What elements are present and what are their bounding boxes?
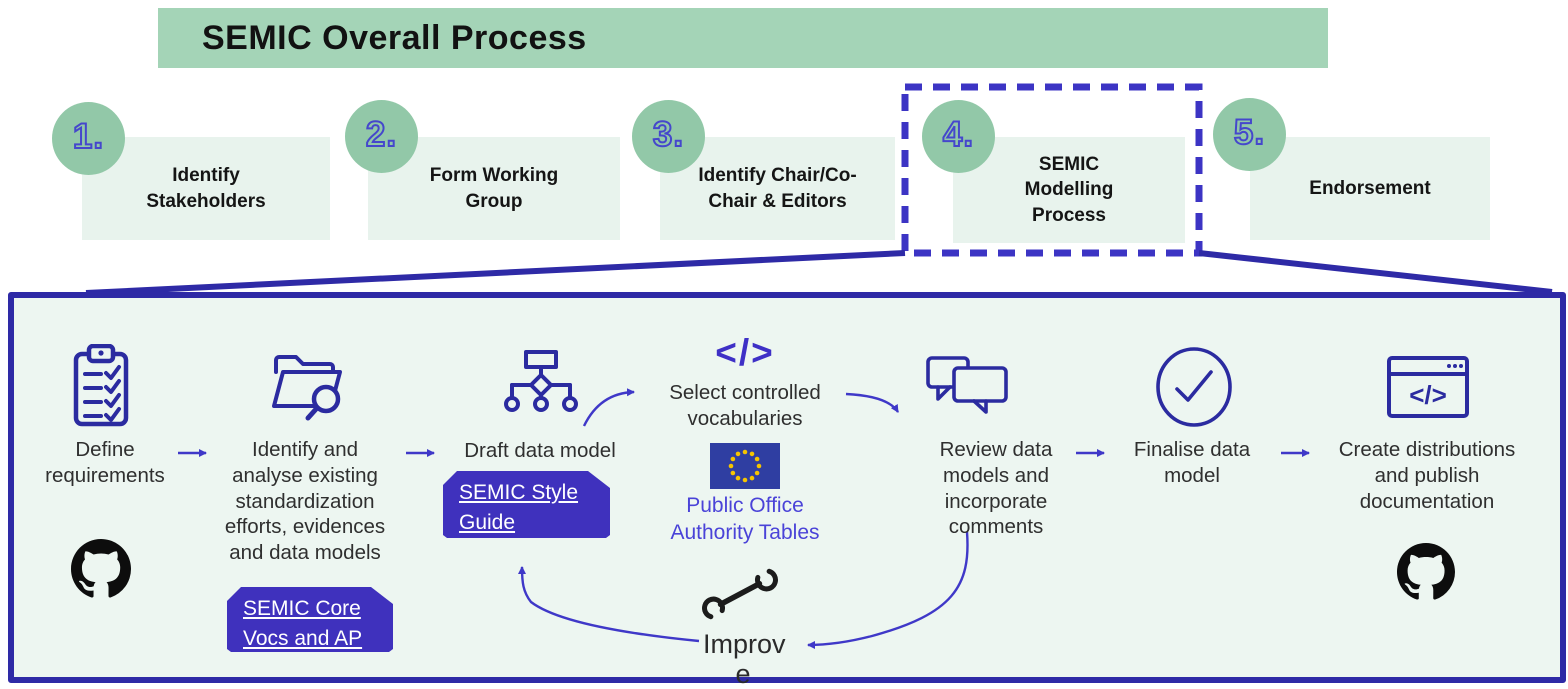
- step-1-number: 1.: [72, 116, 105, 157]
- data-model-tree-icon: [504, 350, 578, 412]
- funnel-line-left: [85, 250, 906, 296]
- improve-line1: Improv: [703, 629, 786, 659]
- detail-step-identify-analyse: Identify and analyse existing standardiz…: [224, 438, 386, 565]
- step-5-box: Endorsement: [1250, 137, 1490, 240]
- detail-step-review-models: Review data models and incorporate comme…: [939, 438, 1053, 539]
- step-5-number-badge: 5.: [1213, 98, 1286, 171]
- step-1-box: Identify Stakeholders: [82, 137, 330, 240]
- public-office-authority-tables-link[interactable]: Public Office Authority Tables: [670, 494, 820, 545]
- step-4-number: 4.: [942, 114, 975, 155]
- check-circle-icon: [1156, 347, 1232, 427]
- step-3-number: 3.: [652, 114, 685, 155]
- code-icon: </>: [715, 332, 775, 373]
- github-icon[interactable]: [71, 539, 131, 599]
- funnel-line-right: [1198, 250, 1553, 295]
- wrench-icon: [702, 568, 778, 620]
- semic-style-guide-link[interactable]: SEMIC Style Guide: [459, 481, 579, 535]
- page-title: SEMIC Overall Process: [202, 18, 587, 57]
- folder-search-icon: [272, 355, 342, 421]
- step-4-label: SEMIC Modelling Process: [1024, 153, 1114, 226]
- semic-core-vocs-link[interactable]: SEMIC Core Vocs and AP: [243, 597, 363, 651]
- step-2-number: 2.: [365, 114, 398, 155]
- github-icon[interactable]: [1397, 543, 1455, 601]
- step-5-label: Endorsement: [1309, 177, 1431, 199]
- chat-bubbles-icon: [926, 356, 1008, 414]
- semic-core-vocs-link-box[interactable]: SEMIC Core Vocs and AP: [227, 587, 393, 652]
- clipboard-checklist-icon: [73, 344, 129, 427]
- detail-step-define-requirements: Define requirements: [45, 438, 165, 487]
- semic-style-guide-link-box[interactable]: SEMIC Style Guide: [443, 471, 610, 538]
- step-3-number-badge: 3.: [632, 100, 705, 173]
- detail-step-draft-data-model: Draft data model: [464, 439, 616, 462]
- step-2-number-badge: 2.: [345, 100, 418, 173]
- improve-loop-label: Improv e: [703, 629, 786, 689]
- step-1-label: Identify Stakeholders: [146, 164, 266, 212]
- step-2-label: Form Working Group: [429, 164, 559, 212]
- detail-step-create-distributions: Create distributions and publish documen…: [1338, 438, 1516, 513]
- step-1-number-badge: 1.: [52, 102, 125, 175]
- detail-step-select-vocabularies: Select controlled vocabularies: [669, 381, 821, 430]
- detail-step-finalise-model: Finalise data model: [1133, 438, 1251, 487]
- improve-line2: e: [735, 659, 751, 689]
- svg-text:</>: </>: [1409, 380, 1447, 410]
- step-4-number-badge: 4.: [922, 100, 995, 173]
- step-5-number: 5.: [1233, 112, 1266, 153]
- eu-flag-icon: [710, 443, 780, 489]
- header-banner: SEMIC Overall Process: [158, 8, 1328, 68]
- browser-code-icon: </>: [1387, 356, 1469, 418]
- step-3-label: Identify Chair/Co-Chair & Editors: [698, 164, 857, 212]
